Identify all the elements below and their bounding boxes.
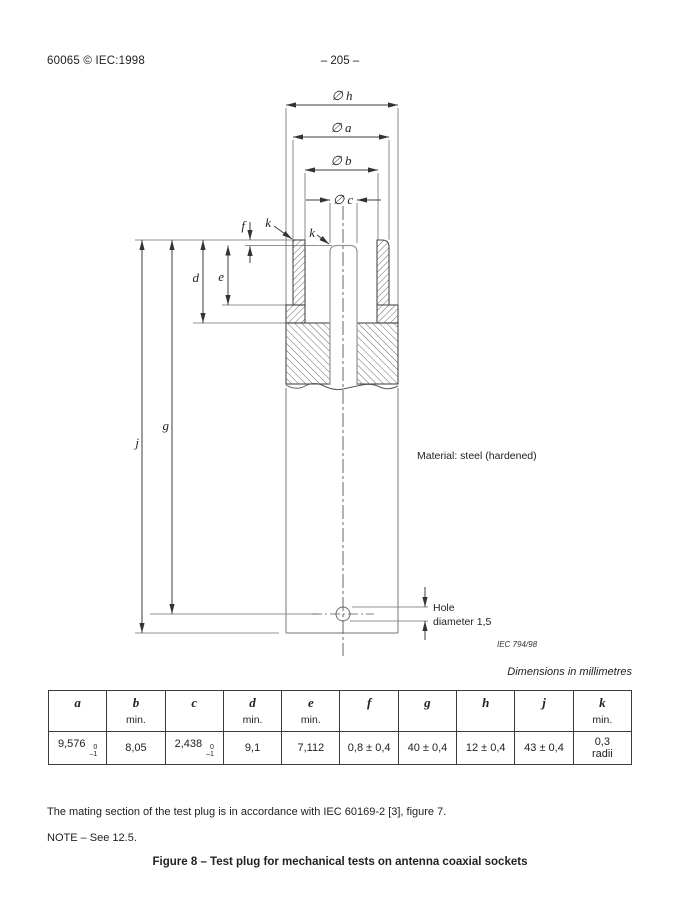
dimensions-unit-note: Dimensions in millimetres [507,666,632,678]
dim-label-g: g [163,418,170,433]
note-text: NOTE – See 12.5. [47,832,137,844]
dimension-lines [139,102,428,640]
dim-label-k1: k [265,215,271,230]
col-g-header: g [397,690,458,732]
col-b-value: 8,05 [106,731,166,765]
plug-shank [285,388,399,634]
extension-lines [135,108,428,634]
technical-drawing: ∅ h ∅ a ∅ b ∅ c f k k d e g j Material: … [133,88,538,656]
document-id: 60065 © IEC:1998 [47,55,145,67]
break-line [285,383,399,391]
col-h-header: h [456,690,516,732]
hole-callout-line2: diameter 1,5 [433,616,492,628]
col-c-header: c [164,690,224,732]
figure-caption: Figure 8 – Test plug for mechanical test… [152,856,528,868]
col-f-value: 0,8 ± 0,4 [339,731,399,765]
dim-label-e: e [218,269,224,284]
col-g-value: 40 ± 0,4 [397,731,458,765]
dim-label-k2: k [309,225,315,240]
plug-cross-section [285,239,399,385]
col-a-header: a [47,690,108,732]
col-f-header: f [339,690,399,732]
col-e-value: 7,112 [281,731,341,765]
col-j-header: j [514,690,574,732]
dim-label-c: ∅ c [333,192,354,207]
drawing-reference: IEC 794/98 [497,640,538,649]
hole-callout-line1: Hole [433,602,455,614]
dim-label-f: f [241,218,247,233]
dim-label-b: ∅ b [330,153,352,168]
dim-label-j: j [133,435,139,450]
dim-label-a: ∅ a [330,120,352,135]
col-j-value: 43 ± 0,4 [514,731,574,765]
mating-section-paragraph: The mating section of the test plug is i… [47,806,447,818]
col-d-value: 9,1 [222,731,283,765]
center-pin [329,244,358,384]
dim-label-h: ∅ h [331,88,352,103]
material-note: Material: steel (hardened) [417,450,537,462]
col-h-value: 12 ± 0,4 [456,731,516,765]
page-number: – 205 – [320,55,360,67]
dim-label-d: d [193,270,200,285]
